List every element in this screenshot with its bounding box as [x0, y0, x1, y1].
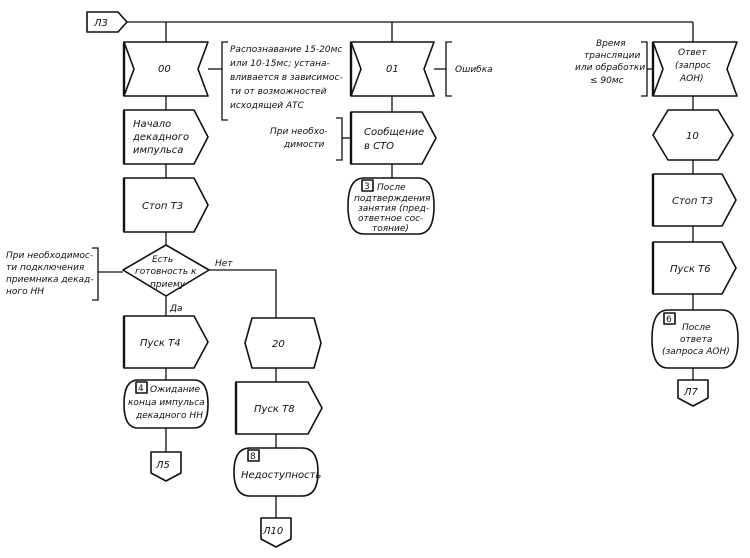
error-note-bracket	[445, 41, 452, 97]
start-t6-label: Пуск Т6	[670, 264, 711, 275]
stop-t3-label: Стоп Т3	[142, 201, 183, 212]
state-00-symbol	[123, 41, 209, 97]
answer-line1: Ответ	[678, 48, 707, 58]
start-connector-label: Л3	[93, 18, 108, 29]
state-20-label: 20	[272, 339, 285, 350]
time-line3: или обработки	[575, 63, 645, 73]
decision-no-label: Нет	[215, 259, 233, 269]
recognition-note-bracket	[221, 41, 228, 121]
wait-line3: декадного НН	[135, 411, 203, 421]
unavailable-label: Недоступность	[241, 470, 321, 481]
wait-line2: конца импульса	[128, 398, 205, 408]
message-line2: в СТО	[364, 141, 394, 152]
start-connector-l3	[86, 11, 128, 33]
start-t8-label: Пуск Т8	[254, 404, 295, 415]
after-answer-number-box	[663, 312, 676, 325]
error-note: Ошибка	[455, 65, 493, 75]
wait-state-box	[123, 379, 209, 429]
after-answer-state-box	[651, 309, 739, 369]
wait-state-number-box	[135, 381, 148, 394]
recognition-line3: вливается в зависимос-	[230, 73, 343, 83]
answer-state-symbol	[652, 41, 738, 97]
answer-line3: АОН)	[679, 74, 704, 84]
decision-line3: приему	[150, 280, 186, 290]
decision-line2: готовность к	[135, 267, 197, 277]
after-answer-line1: После	[682, 323, 711, 333]
state-10-symbol	[652, 109, 734, 161]
state-01-symbol	[350, 41, 435, 97]
after-confirm-line3: занятия (пред-	[358, 204, 429, 214]
after-answer-line3: (запроса АОН)	[662, 347, 730, 357]
connector-l5	[150, 451, 182, 482]
unavailable-number-box	[247, 449, 260, 462]
necessity-note-bracket	[336, 117, 343, 161]
wait-state-number: 4	[138, 384, 144, 394]
recognition-line4: ти от возможностей	[230, 87, 327, 97]
after-confirm-line5: тояние)	[372, 224, 409, 234]
connector-l5-label: Л5	[155, 460, 170, 471]
recognition-line1: Распознавание 15-20мс	[230, 45, 342, 55]
flow-no-branch	[209, 269, 277, 318]
recognition-line2: или 10-15мс; устана-	[230, 59, 330, 69]
connector-l10	[260, 517, 292, 548]
answer-line2: (запрос	[675, 61, 711, 71]
after-confirm-line4: ответное сос-	[358, 214, 423, 224]
time-line1: Время	[596, 39, 626, 49]
connect-note-line1: При необходимос-	[6, 251, 93, 261]
message-sto-signal	[350, 111, 437, 165]
after-confirm-number-box	[361, 179, 374, 192]
time-line2: трансляции	[584, 51, 640, 61]
after-answer-number: 6	[666, 315, 672, 325]
after-confirm-line1: После	[377, 183, 406, 193]
after-confirm-line2: подтверждения	[354, 194, 431, 204]
begin-impulse-line2: декадного	[132, 132, 189, 143]
decision-yes-label: Да	[169, 304, 183, 314]
necessity-line2: димости	[283, 140, 325, 150]
necessity-line1: При необхо-	[270, 127, 328, 137]
state-10-label: 10	[686, 131, 699, 142]
connect-note-line3: приемника декад-	[6, 275, 94, 285]
connect-note-bracket	[92, 247, 99, 301]
after-confirm-state-box	[347, 177, 435, 235]
state-01-label: 01	[386, 64, 399, 75]
wait-line1: Ожидание	[150, 385, 201, 395]
connector-l7-label: Л7	[683, 387, 699, 398]
after-confirm-number: 3	[364, 182, 370, 192]
connect-note-line4: ного НН	[6, 287, 44, 297]
time-line4: ≤ 90мс	[590, 76, 624, 86]
unavailable-state-box	[233, 447, 319, 497]
unavailable-number: 8	[250, 452, 256, 462]
begin-impulse-line3: импульса	[133, 145, 183, 156]
message-line1: Сообщение	[364, 126, 424, 138]
begin-impulse-line1: Начало	[133, 119, 171, 130]
after-answer-line2: ответа	[680, 335, 712, 345]
start-t4-label: Пуск Т4	[140, 338, 181, 349]
connector-l10-label: Л10	[262, 526, 283, 537]
decision-line1: Есть	[152, 255, 173, 265]
connect-note-line2: ти подключения	[6, 263, 85, 273]
stop-t3-col4-label: Стоп Т3	[672, 196, 713, 207]
connector-l7	[677, 379, 709, 407]
state-00-label: 00	[158, 64, 171, 75]
state-20-symbol	[244, 317, 322, 369]
recognition-line5: исходящей АТС	[230, 101, 305, 111]
